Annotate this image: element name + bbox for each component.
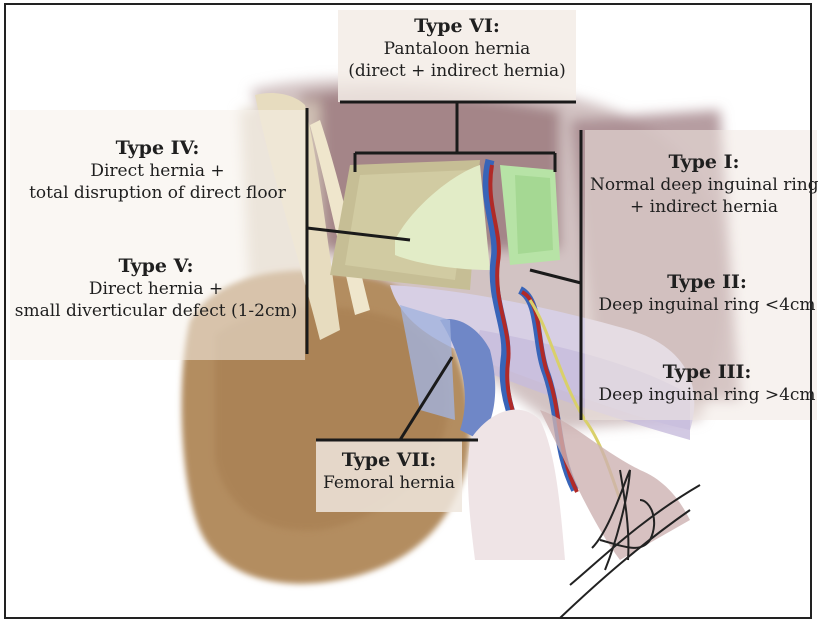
- type5-line2: small diverticular defect (1-2cm): [6, 300, 306, 322]
- type3-title: Type III:: [596, 360, 818, 384]
- type2-line1: Deep inguinal ring <4cm: [596, 294, 818, 316]
- type7-line1: Femoral hernia: [316, 472, 462, 494]
- type2-label: Type II: Deep inguinal ring <4cm: [596, 270, 818, 316]
- type2-title: Type II:: [596, 270, 818, 294]
- type1-line2: + indirect hernia: [590, 196, 818, 218]
- type4-line1: Direct hernia +: [10, 160, 305, 182]
- type1-line1: Normal deep inguinal ring: [590, 174, 818, 196]
- type3-label: Type III: Deep inguinal ring >4cm: [596, 360, 818, 406]
- type7-label: Type VII: Femoral hernia: [316, 448, 462, 494]
- femoral-sheath: [468, 410, 565, 560]
- type5-title: Type V:: [6, 254, 306, 278]
- type6-title: Type VI:: [338, 14, 576, 38]
- type6-line2: (direct + indirect hernia): [338, 60, 576, 82]
- type5-line1: Direct hernia +: [6, 278, 306, 300]
- type4-title: Type IV:: [10, 136, 305, 160]
- type1-label: Type I: Normal deep inguinal ring + indi…: [590, 150, 818, 218]
- type6-label: Type VI: Pantaloon hernia (direct + indi…: [338, 14, 576, 82]
- type4-line2: total disruption of direct floor: [10, 182, 305, 204]
- type3-line1: Deep inguinal ring >4cm: [596, 384, 818, 406]
- type5-label: Type V: Direct hernia + small diverticul…: [6, 254, 306, 322]
- type1-title: Type I:: [590, 150, 818, 174]
- type4-label: Type IV: Direct hernia + total disruptio…: [10, 136, 305, 204]
- type6-line1: Pantaloon hernia: [338, 38, 576, 60]
- type7-title: Type VII:: [316, 448, 462, 472]
